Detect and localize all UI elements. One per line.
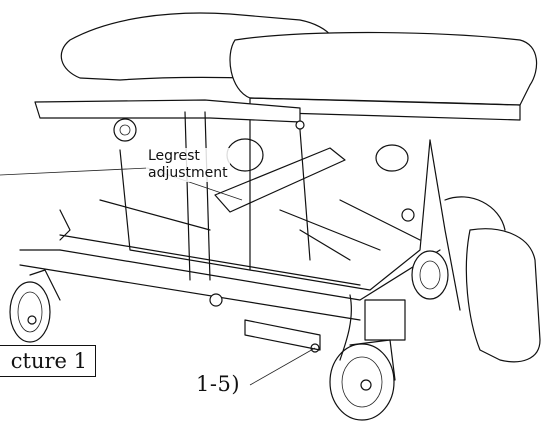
- cylinder-center: [226, 138, 264, 172]
- armrest-support: [184, 111, 211, 281]
- knob-left: [113, 118, 137, 142]
- part-reference-label: 1-5): [196, 372, 241, 396]
- label-line: Legrest: [148, 148, 200, 164]
- legrest-adjustment-label: Legrest adjustment: [146, 148, 230, 182]
- seat-cushion: [229, 31, 538, 106]
- picture-caption: cture 1: [10, 349, 87, 373]
- caster-housing: [364, 299, 406, 341]
- label-line: adjustment: [148, 165, 228, 181]
- legrest-pad: [465, 228, 541, 363]
- bolt: [295, 120, 305, 130]
- armrest: [34, 99, 301, 123]
- cylinder-right: [375, 144, 409, 172]
- wheel-right: [329, 339, 396, 421]
- wheel-left: [9, 269, 61, 343]
- legrest-lever: [214, 147, 346, 213]
- bolt: [401, 208, 415, 222]
- picture-caption-box: cture 1: [0, 345, 96, 377]
- side-frame: [119, 139, 431, 291]
- callout-leader-part: [249, 347, 316, 386]
- wheel-back: [411, 250, 449, 300]
- bolt: [209, 293, 223, 307]
